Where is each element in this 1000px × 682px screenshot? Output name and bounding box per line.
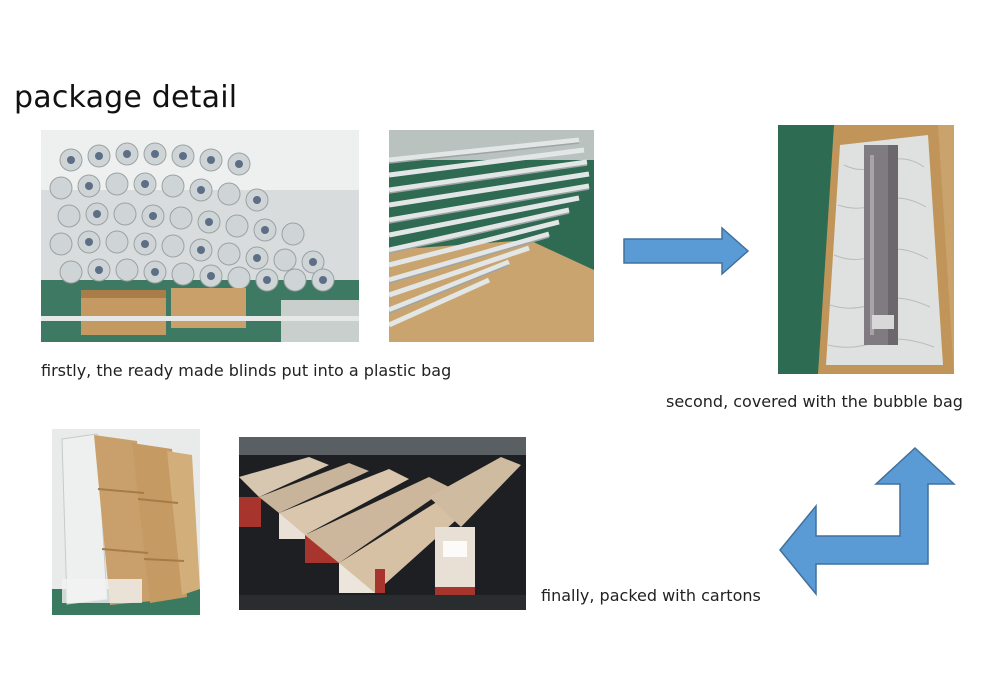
photo-aluminium-profiles [389,130,594,342]
arrow-right-icon [622,226,750,276]
arrow-up-left-bent-icon [778,446,956,598]
step-1-caption: firstly, the ready made blinds put into … [41,361,452,380]
photo-blinds-bagged [41,130,359,342]
page-title: package detail [14,80,238,115]
photo-bubble-bag [778,125,954,374]
step-3-caption: finally, packed with cartons [541,586,761,605]
photo-carton-rows [239,437,526,610]
photo-wrapped-bundles [52,429,200,615]
step-2-caption: second, covered with the bubble bag [666,392,963,411]
